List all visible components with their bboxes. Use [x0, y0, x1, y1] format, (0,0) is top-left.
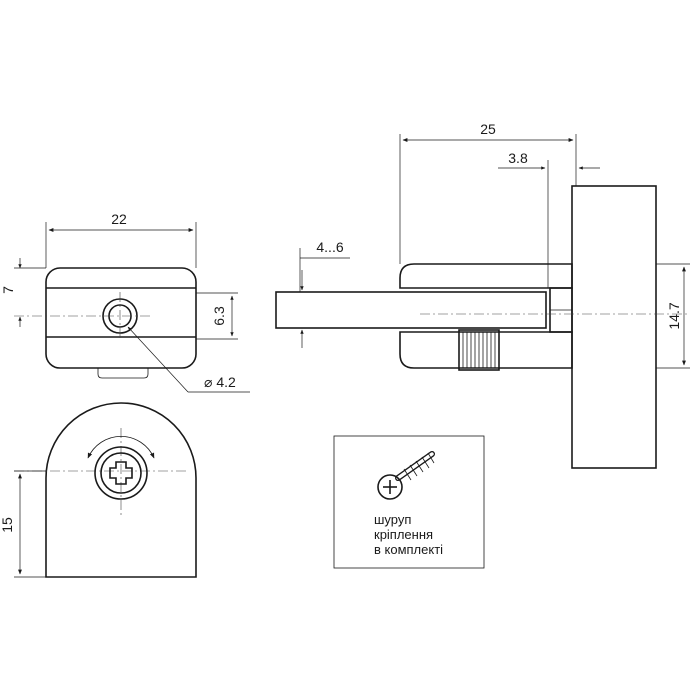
dim-hole-diameter: ⌀ 4.2: [204, 374, 236, 390]
side-view: 15: [0, 402, 197, 578]
note-line-2: кріплення: [374, 527, 433, 542]
dim-width-22: 22: [111, 211, 127, 227]
dim-glass-thickness: 4...6: [316, 239, 343, 255]
dim-height-6-3: 6.3: [211, 306, 227, 326]
dim-offset-3-8: 3.8: [508, 150, 528, 166]
clamp-lower-jaw: [399, 331, 573, 369]
rotation-arrow-icon: [87, 436, 155, 459]
front-view: 22 7 6.3 ⌀ 4.2: [0, 211, 250, 393]
glass-panel: [275, 291, 547, 329]
dim-height-14-7: 14.7: [666, 302, 682, 329]
dim-height-7: 7: [0, 286, 16, 294]
wall-section: [571, 185, 657, 469]
grub-screw: [458, 329, 500, 371]
dim-length-25: 25: [480, 121, 496, 137]
note-line-3: в комплекті: [374, 542, 443, 557]
screw-icon: [377, 451, 435, 500]
dim-height-15: 15: [0, 517, 15, 533]
note-line-1: шуруп: [374, 512, 411, 527]
section-view: 25 3.8 4...6 14.7: [275, 121, 690, 469]
clamp-upper-jaw: [399, 263, 573, 289]
included-screw-note: шуруп кріплення в комплекті: [333, 435, 485, 569]
